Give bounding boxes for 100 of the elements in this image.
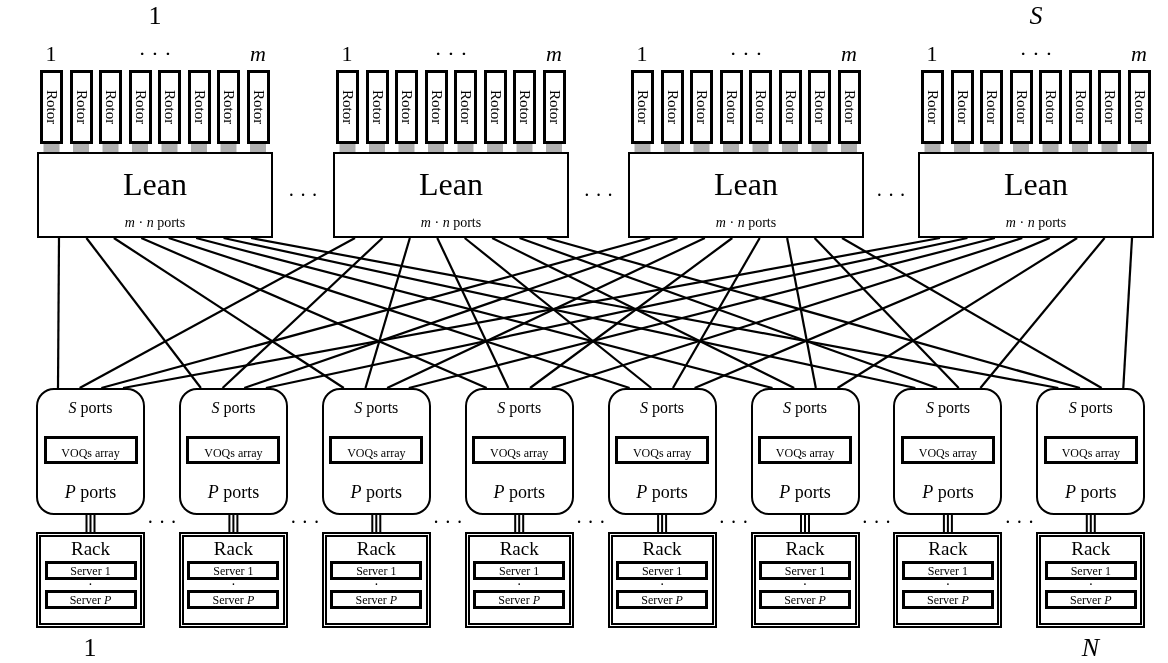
- port-count-label: P ports: [779, 483, 831, 501]
- rotor-box: [749, 70, 772, 144]
- server-box: [187, 561, 280, 580]
- link-line: [436, 237, 510, 389]
- connector-bar: [369, 144, 385, 152]
- index-label: 1: [926, 43, 938, 65]
- rotor-box: [542, 70, 566, 144]
- link-line: [122, 236, 941, 390]
- ellipsis: · · ·: [288, 185, 318, 205]
- rotor-label: Rotor: [340, 89, 355, 125]
- rotor-box: [158, 70, 181, 144]
- rotor-label: Rotor: [694, 89, 709, 125]
- rotor-box: [336, 70, 359, 144]
- tor-switch-box: [178, 388, 288, 515]
- rack-box: [178, 532, 288, 628]
- tor-switch-box: [321, 388, 431, 515]
- queue-label: VOQs array: [490, 446, 549, 459]
- rotor-label: Rotor: [841, 89, 857, 125]
- server-label: Server 1: [356, 564, 397, 577]
- ellipsis: ·: [517, 580, 521, 590]
- port-count-label: P ports: [350, 483, 403, 501]
- server-label: Server P: [355, 593, 398, 606]
- link-line: [56, 238, 61, 388]
- server-label: Server P: [498, 593, 540, 606]
- server-label: Server 1: [927, 564, 969, 577]
- triple-link: [657, 514, 668, 533]
- connector-bar: [841, 144, 857, 152]
- server-label: Server P: [641, 593, 683, 606]
- rotor-label: Rotor: [517, 89, 532, 125]
- link-line: [168, 236, 630, 390]
- port-count-label: S ports: [640, 400, 685, 416]
- rotor-box: [217, 70, 240, 144]
- server-box: [187, 590, 280, 609]
- rotor-label: Rotor: [1131, 89, 1147, 125]
- connector-bar: [250, 144, 266, 152]
- server-label: Server 1: [499, 564, 540, 577]
- switch-box: [37, 152, 273, 238]
- connector-bar: [1101, 144, 1118, 152]
- ellipsis: · · ·: [147, 512, 177, 532]
- connector-bar: [752, 144, 769, 152]
- server-box: [330, 590, 423, 609]
- server-label: Server P: [927, 593, 969, 606]
- rotor-label: Rotor: [812, 89, 827, 125]
- rack-box: [464, 532, 574, 628]
- index-label: S: [1029, 3, 1043, 29]
- triple-link: [85, 514, 96, 533]
- link-line: [85, 237, 202, 389]
- rotor-box: [837, 70, 861, 144]
- ellipsis: · · ·: [289, 512, 320, 532]
- rotor-label: Rotor: [132, 89, 148, 125]
- rotor-label: Rotor: [458, 89, 473, 125]
- rotor-box: [808, 70, 831, 144]
- rack-box: [607, 532, 717, 628]
- rack-box: [36, 532, 145, 628]
- rotor-box: [719, 70, 743, 144]
- tor-switch-box: [607, 388, 717, 515]
- port-count-label: P ports: [1065, 483, 1117, 501]
- index-label: m: [1131, 43, 1147, 65]
- server-box: [616, 561, 709, 580]
- port-count-label: S ports: [925, 400, 970, 416]
- server-label: Server P: [1069, 593, 1112, 606]
- link-line: [979, 237, 1106, 389]
- server-label: Server P: [784, 593, 826, 606]
- link-line: [529, 237, 733, 389]
- index-label: 1: [45, 43, 57, 65]
- connector-bar: [983, 144, 1000, 152]
- link-line: [1122, 237, 1134, 389]
- server-box: [44, 590, 137, 609]
- server-label: Server 1: [641, 564, 683, 577]
- ellipsis: · · ·: [861, 512, 892, 532]
- port-count-label: S ports: [497, 400, 542, 416]
- connector-bar: [693, 144, 710, 152]
- rack-title: Rack: [213, 539, 253, 558]
- rotor-label: Rotor: [221, 89, 236, 125]
- queue-box: [43, 435, 138, 464]
- tor-switch-box: [750, 388, 860, 515]
- server-label: Server 1: [213, 564, 254, 577]
- rotor-label: Rotor: [753, 89, 768, 125]
- link-line: [221, 237, 384, 389]
- queue-box: [1043, 435, 1138, 464]
- connector-bar: [487, 144, 503, 152]
- queue-box: [900, 435, 995, 464]
- switch-box: [333, 152, 569, 238]
- server-label: Server P: [69, 593, 112, 606]
- port-count-label: m · n ports: [420, 216, 482, 230]
- rotor-label: Rotor: [399, 89, 414, 125]
- ellipsis: ·: [660, 580, 664, 590]
- index-label: 1: [341, 43, 353, 65]
- rotor-label: Rotor: [428, 89, 444, 125]
- rotor-box: [69, 70, 93, 144]
- rotor-label: Rotor: [664, 89, 680, 125]
- rotor-box: [921, 70, 944, 144]
- link-line: [195, 236, 773, 390]
- rotor-label: Rotor: [1102, 89, 1117, 125]
- ellipsis: · · ·: [729, 43, 763, 65]
- rack-title: Rack: [928, 539, 968, 558]
- rack-title: Rack: [356, 539, 396, 558]
- rotor-box: [631, 70, 654, 144]
- switch-title: Lean: [123, 168, 187, 200]
- server-box: [1044, 590, 1137, 609]
